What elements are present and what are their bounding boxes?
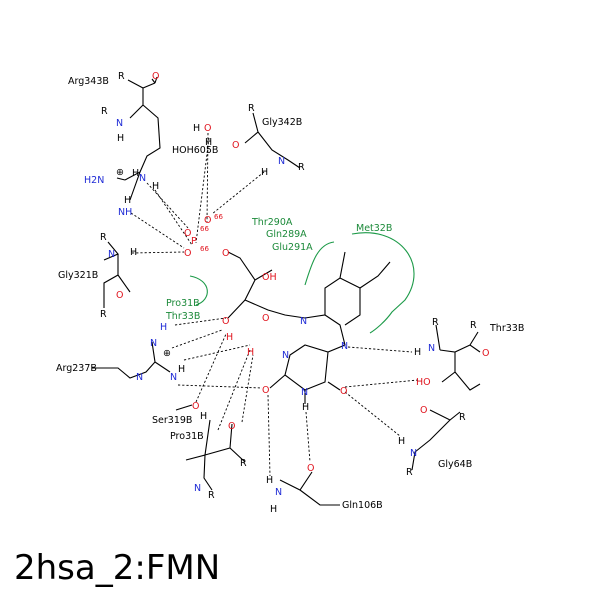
svg-text:O: O [184, 228, 191, 239]
svg-text:H: H [200, 411, 207, 422]
residue-labels: Arg343B Gly342B HOH605B Gly321B Thr290A … [56, 76, 524, 511]
svg-text:H: H [205, 137, 212, 148]
svg-text:N: N [116, 118, 123, 129]
svg-text:O: O [152, 71, 159, 82]
svg-text:O: O [262, 385, 269, 396]
svg-text:H: H [226, 332, 233, 343]
residue-ser319b: Ser319B [152, 415, 192, 426]
svg-text:R: R [406, 467, 413, 478]
residue-thr33b-contact: Thr33B [165, 311, 200, 322]
svg-text:O: O [222, 316, 229, 327]
hydrogen-bonds [130, 132, 419, 477]
svg-text:O: O [307, 463, 314, 474]
svg-text:O: O [204, 215, 211, 226]
atom-labels: R O R N H O H H R O N R H ⊕ H2N N H H NH… [84, 71, 489, 515]
svg-text:O: O [482, 348, 489, 359]
svg-text:N: N [275, 487, 282, 498]
svg-text:H2N: H2N [84, 175, 104, 186]
svg-text:O: O [204, 123, 211, 134]
svg-text:⊕: ⊕ [116, 167, 124, 178]
svg-text:H: H [130, 247, 137, 258]
svg-text:H: H [398, 436, 405, 447]
svg-text:H: H [414, 347, 421, 358]
svg-text:H: H [270, 504, 277, 515]
svg-text:H: H [193, 123, 200, 134]
residue-met32b: Met32B [356, 223, 392, 234]
svg-text:O: O [262, 313, 269, 324]
svg-text:R: R [118, 71, 125, 82]
svg-text:O: O [184, 248, 191, 259]
residue-thr290a: Thr290A [251, 217, 293, 228]
svg-text:H: H [266, 475, 273, 486]
svg-text:R: R [100, 232, 107, 243]
svg-text:R: R [240, 458, 247, 469]
residue-gln106b: Gln106B [342, 500, 383, 511]
svg-text:R: R [100, 309, 107, 320]
svg-text:N: N [139, 173, 146, 184]
svg-text:66: 66 [200, 245, 209, 253]
svg-text:O: O [192, 401, 199, 412]
svg-text:⊕: ⊕ [163, 348, 171, 359]
svg-text:N: N [300, 316, 307, 327]
residue-pro31b-contact: Pro31B [166, 298, 200, 309]
residue-glu291a: Glu291A [272, 242, 313, 253]
svg-text:N: N [150, 338, 157, 349]
svg-text:H: H [152, 181, 159, 192]
svg-text:O: O [340, 386, 347, 397]
svg-text:H: H [178, 364, 185, 375]
svg-text:H: H [132, 168, 139, 179]
svg-text:N: N [278, 156, 285, 167]
residue-gly342b: Gly342B [262, 117, 302, 128]
svg-text:N: N [194, 483, 201, 494]
svg-text:NH: NH [118, 207, 132, 218]
svg-text:N: N [170, 372, 177, 383]
svg-text:N: N [136, 372, 143, 383]
svg-text:R: R [459, 412, 466, 423]
diagram-title: 2hsa_2:FMN [14, 548, 221, 588]
svg-text:R: R [298, 162, 305, 173]
residue-thr33b: Thr33B [489, 323, 524, 334]
svg-text:R: R [208, 490, 215, 501]
residue-arg237b: Arg237B [56, 363, 97, 374]
residue-gln289a: Gln289A [266, 229, 307, 240]
residue-arg343b: Arg343B [68, 76, 109, 87]
svg-text:O: O [116, 290, 123, 301]
svg-text:H: H [302, 402, 309, 413]
svg-text:H: H [124, 195, 131, 206]
svg-text:HO: HO [416, 377, 431, 388]
svg-text:R: R [470, 320, 477, 331]
svg-text:66: 66 [214, 213, 223, 221]
svg-text:N: N [301, 387, 308, 398]
svg-text:O: O [232, 140, 239, 151]
residue-gly321b: Gly321B [58, 270, 98, 281]
svg-text:H: H [247, 347, 254, 358]
bonds [92, 76, 481, 506]
svg-text:N: N [341, 341, 348, 352]
residue-gly64b: Gly64B [438, 459, 472, 470]
svg-text:P: P [191, 236, 197, 247]
svg-text:O: O [420, 405, 427, 416]
svg-text:H: H [261, 167, 268, 178]
svg-text:66: 66 [200, 225, 209, 233]
residue-hoh605b: HOH605B [172, 145, 218, 156]
hydrophobic-contacts [189, 232, 415, 334]
svg-text:N: N [428, 343, 435, 354]
svg-text:O: O [228, 421, 235, 432]
svg-text:N: N [108, 249, 115, 260]
svg-text:R: R [101, 106, 108, 117]
svg-text:H: H [117, 133, 124, 144]
svg-text:H: H [160, 322, 167, 333]
svg-text:N: N [410, 448, 417, 459]
svg-text:O: O [222, 248, 229, 259]
svg-text:OH: OH [262, 272, 277, 283]
svg-text:N: N [282, 350, 289, 361]
residue-pro31b: Pro31B [170, 431, 204, 442]
svg-text:R: R [248, 103, 255, 114]
svg-text:R: R [432, 317, 439, 328]
